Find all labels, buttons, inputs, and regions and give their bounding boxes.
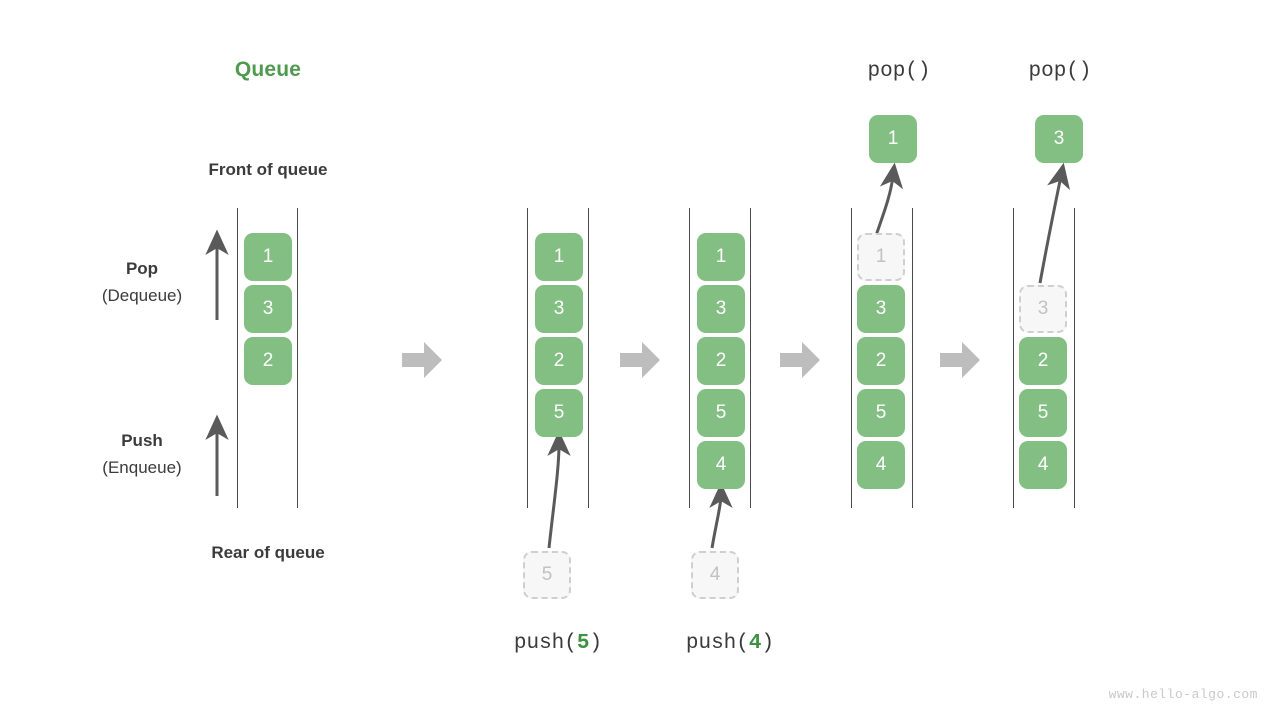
- push-label-word: Push: [121, 431, 163, 450]
- popped-element-after-pop-1: 1: [869, 115, 917, 163]
- queue-rail-left: [689, 208, 690, 508]
- queue-rail-left: [237, 208, 238, 508]
- queue-rail-right: [588, 208, 589, 508]
- queue-cell-after-pop-1-3: 5: [857, 389, 905, 437]
- push-5-caption-value: 5: [576, 632, 590, 655]
- push-4-caption-value: 4: [748, 632, 762, 655]
- queue-cell-after-pop-3-3: 4: [1019, 441, 1067, 489]
- queue-cell-after-pop-3-0: 3: [1019, 285, 1067, 333]
- queue-rail-left: [527, 208, 528, 508]
- transition-arrow-3: [780, 341, 820, 379]
- push-label-sub: (Enqueue): [102, 458, 182, 477]
- push-4-caption-suffix: ): [761, 632, 775, 655]
- queue-cell-initial-queue-1: 3: [244, 285, 292, 333]
- pop-side-label: Pop (Dequeue): [52, 256, 232, 310]
- queue-rail-right: [912, 208, 913, 508]
- push-4-caption: push(4): [650, 632, 810, 655]
- queue-rail-left: [1013, 208, 1014, 508]
- watermark: www.hello-algo.com: [1108, 687, 1258, 702]
- queue-cell-after-push-4-1: 3: [697, 285, 745, 333]
- queue-rail-right: [297, 208, 298, 508]
- push-4-caption-prefix: push(: [685, 632, 749, 655]
- queue-cell-after-pop-1-1: 3: [857, 285, 905, 333]
- queue-rails-after-push-4: [689, 208, 751, 508]
- queue-rail-left: [851, 208, 852, 508]
- pop-caption-first: pop(): [867, 60, 931, 83]
- push-5-caption: push(5): [478, 632, 638, 655]
- queue-cell-after-pop-1-2: 2: [857, 337, 905, 385]
- popped-element-after-pop-3: 3: [1035, 115, 1083, 163]
- pop-label-word: Pop: [125, 259, 159, 278]
- rear-of-queue-label: Rear of queue: [211, 543, 325, 562]
- queue-rails-after-pop-1: [851, 208, 913, 508]
- queue-rail-right: [750, 208, 751, 508]
- queue-cell-after-push-5-2: 2: [535, 337, 583, 385]
- queue-cell-initial-queue-0: 1: [244, 233, 292, 281]
- incoming-element-after-push-4: 4: [691, 551, 739, 599]
- queue-rails-after-push-5: [527, 208, 589, 508]
- queue-cell-after-pop-3-2: 5: [1019, 389, 1067, 437]
- queue-rail-right: [1074, 208, 1075, 508]
- transition-arrow-1: [402, 341, 442, 379]
- transition-arrow-2: [620, 341, 660, 379]
- queue-cell-after-pop-3-1: 2: [1019, 337, 1067, 385]
- pop-label-sub: (Dequeue): [101, 286, 183, 305]
- queue-cell-after-push-4-3: 5: [697, 389, 745, 437]
- queue-cell-initial-queue-2: 2: [244, 337, 292, 385]
- queue-cell-after-push-5-0: 1: [535, 233, 583, 281]
- queue-cell-after-pop-1-0: 1: [857, 233, 905, 281]
- page-title: Queue: [234, 58, 302, 81]
- queue-cell-after-pop-1-4: 4: [857, 441, 905, 489]
- incoming-element-after-push-5: 5: [523, 551, 571, 599]
- push-5-caption-prefix: push(: [513, 632, 577, 655]
- queue-cell-after-push-5-3: 5: [535, 389, 583, 437]
- push-5-caption-suffix: ): [589, 632, 603, 655]
- queue-cell-after-push-4-0: 1: [697, 233, 745, 281]
- pop-caption-second: pop(): [1028, 60, 1092, 83]
- queue-rails-initial-queue: [237, 208, 298, 508]
- queue-cell-after-push-5-1: 3: [535, 285, 583, 333]
- transition-arrow-4: [940, 341, 980, 379]
- queue-cell-after-push-4-4: 4: [697, 441, 745, 489]
- front-of-queue-label: Front of queue: [208, 160, 328, 179]
- queue-cell-after-push-4-2: 2: [697, 337, 745, 385]
- queue-rails-after-pop-3: [1013, 208, 1075, 508]
- push-side-label: Push (Enqueue): [52, 428, 232, 482]
